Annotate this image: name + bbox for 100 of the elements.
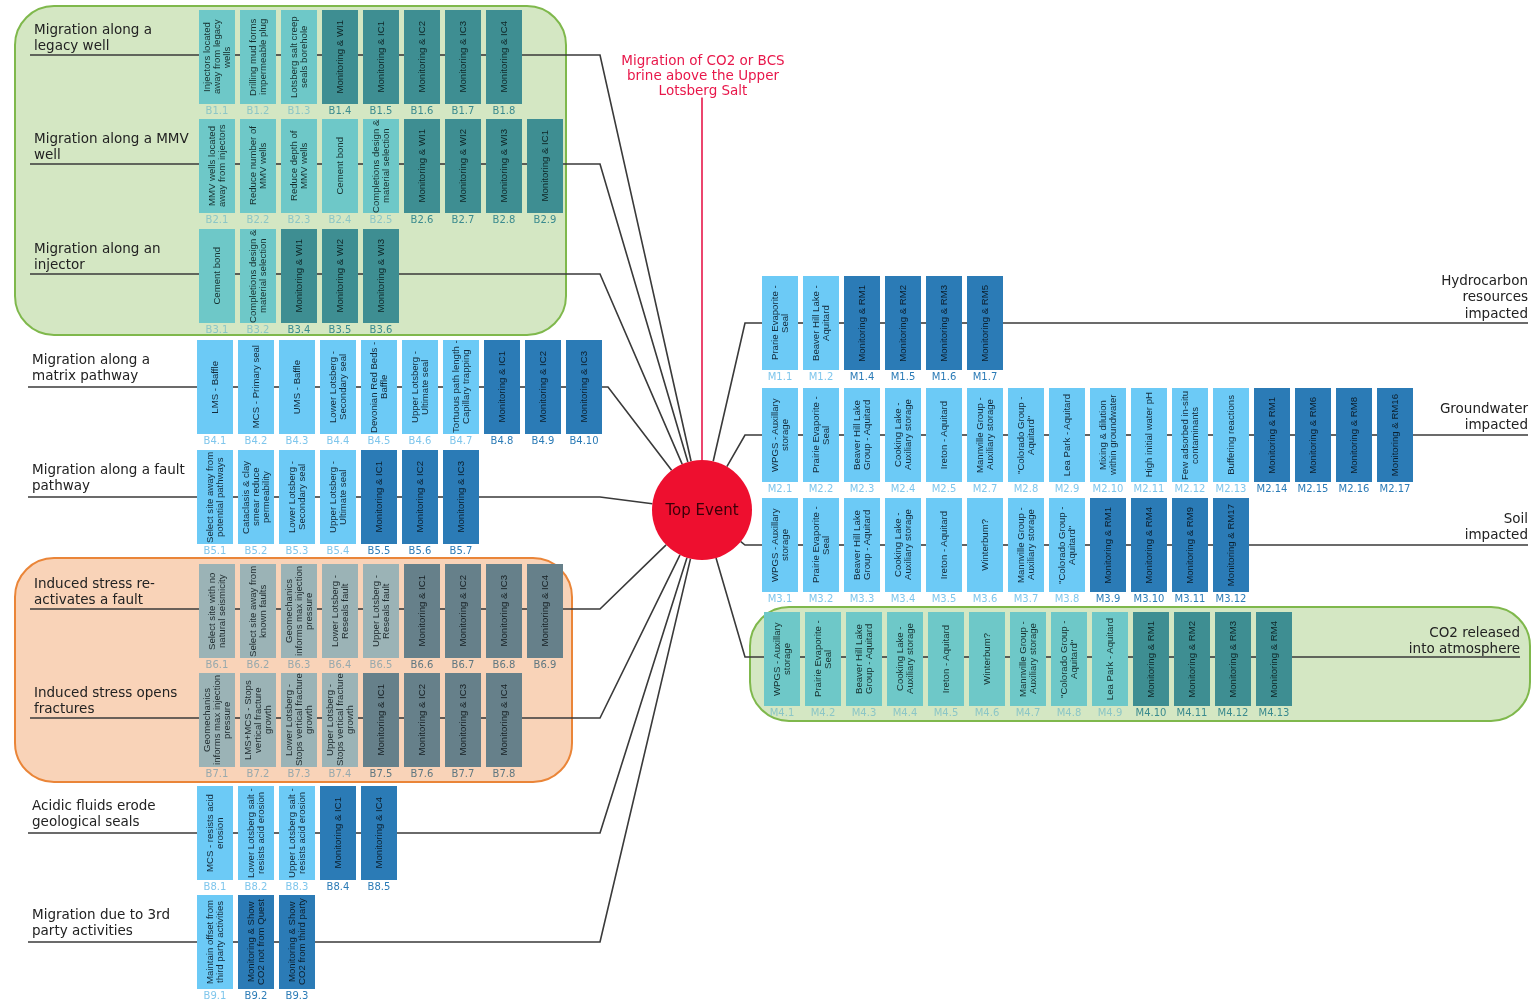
connector-line [1045, 656, 1052, 658]
barrier-box [197, 450, 233, 544]
barrier-label: Cement bond [335, 137, 345, 195]
barrier-box [844, 388, 880, 482]
barrier-box [238, 340, 274, 434]
connector-line [398, 273, 683, 465]
connector-line [480, 54, 487, 56]
barrier-label: Monitoring & IC4 [499, 684, 509, 756]
connector-line [273, 941, 280, 943]
barrier-box [844, 276, 880, 370]
barrier-box [1174, 612, 1210, 706]
barrier-label: Monitoring & IC4 [499, 21, 509, 93]
connector-line [879, 544, 886, 546]
barrier-label: Monitoring & RM1 [1267, 396, 1277, 474]
barrier-label: Monitoring & IC1 [333, 797, 343, 869]
connector-line [314, 496, 321, 498]
barrier-code: M1.2 [807, 371, 835, 382]
barrier-box [279, 340, 315, 434]
barrier-code: B3.4 [286, 324, 312, 335]
connector-line [1166, 544, 1173, 546]
group-panel [14, 557, 573, 783]
barrier-box [1008, 498, 1044, 592]
barrier-box [1254, 388, 1290, 482]
connector-line [357, 54, 364, 56]
barrier-code: B6.1 [204, 659, 230, 670]
barrier-box [762, 276, 798, 370]
connector-line [398, 163, 405, 165]
barrier-code: B2.3 [286, 214, 312, 225]
barrier-code: M4.7 [1014, 707, 1042, 718]
connector-line [29, 54, 200, 56]
barrier-code: B4.3 [284, 435, 310, 446]
barrier-label: Cooking Lake - Auxiliary storage [893, 508, 913, 583]
barrier-code: M4.3 [850, 707, 878, 718]
barrier-label: Injectors located away from legacy wells [202, 18, 232, 97]
connector-line [712, 322, 763, 463]
connector-line [316, 54, 323, 56]
barrier-code: B6.4 [327, 659, 353, 670]
connector-line [314, 557, 692, 943]
connector-line [519, 386, 526, 388]
barrier-box [803, 276, 839, 370]
barrier-code: M4.12 [1216, 707, 1250, 718]
consequence-label: CO2 released into atmosphere [1408, 624, 1520, 659]
connector-line [560, 386, 567, 388]
barrier-label: Monitoring & IC3 [456, 461, 466, 533]
barrier-box [844, 498, 880, 592]
connector-line [740, 540, 763, 546]
barrier-label: Lea Park - Aquitard [1105, 617, 1115, 701]
connector-line [29, 717, 200, 719]
connector-line [29, 163, 200, 165]
barrier-label: High initial water pH [1144, 392, 1154, 478]
barrier-label: Monitoring & WI1 [294, 239, 304, 313]
connector-line [1084, 544, 1091, 546]
barrier-box [404, 10, 440, 104]
connector-line [920, 434, 927, 436]
connector-line [357, 273, 364, 275]
barrier-code: M2.11 [1132, 483, 1166, 494]
connector-line [27, 941, 198, 943]
barrier-code: M2.8 [1012, 483, 1040, 494]
barrier-label: Monitoring & RM3 [939, 284, 949, 362]
connector-line [316, 163, 323, 165]
barrier-label: Monitoring & RM1 [1146, 620, 1156, 698]
barrier-box [486, 10, 522, 104]
connector-line [398, 717, 405, 719]
barrier-code: B1.5 [368, 105, 394, 116]
barrier-code: M3.11 [1173, 593, 1207, 604]
barrier-box [967, 388, 1003, 482]
barrier-label: Prarie Evaporite - Seal [770, 284, 790, 363]
threat-label: Migration along a MMV well [30, 130, 192, 166]
barrier-box [1213, 498, 1249, 592]
barrier-box [279, 450, 315, 544]
barrier-label: "Colorado Group - Aquitard" [1057, 505, 1077, 586]
barrier-label: Monitoring & RM4 [1269, 620, 1279, 698]
barrier-box [1295, 388, 1331, 482]
connector-line [1125, 434, 1132, 436]
barrier-label: Monitoring & RM2 [898, 284, 908, 362]
barrier-code: M4.2 [809, 707, 837, 718]
barrier-box [445, 564, 481, 658]
barrier-box [566, 340, 602, 434]
barrier-label: Monitoring & IC4 [374, 797, 384, 869]
barrier-box [240, 119, 276, 213]
barrier-label: Prairie Evaporite - Seal [811, 505, 831, 586]
barrier-box [803, 388, 839, 482]
barrier-label: Monitoring & IC1 [374, 461, 384, 533]
barrier-label: Monitoring & RM6 [1308, 396, 1318, 474]
barrier-box [926, 276, 962, 370]
barrier-box [1092, 612, 1128, 706]
barrier-code: M3.3 [848, 593, 876, 604]
barrier-label: MMV wells located away from injectors [207, 123, 227, 210]
barrier-box [240, 673, 276, 767]
connector-line [275, 163, 282, 165]
barrier-code: M3.10 [1132, 593, 1166, 604]
consequence-label: Soil impacted [1456, 510, 1528, 545]
barrier-code: B6.3 [286, 659, 312, 670]
connector-line [273, 832, 280, 834]
barrier-label: Lotsberg salt creep seals borehole [289, 15, 309, 100]
barrier-code: M1.6 [930, 371, 958, 382]
threat-label: Migration along a fault pathway [28, 461, 190, 497]
barrier-label: Monitoring & RM5 [980, 284, 990, 362]
connector-line [355, 386, 362, 388]
barrier-box [199, 119, 235, 213]
